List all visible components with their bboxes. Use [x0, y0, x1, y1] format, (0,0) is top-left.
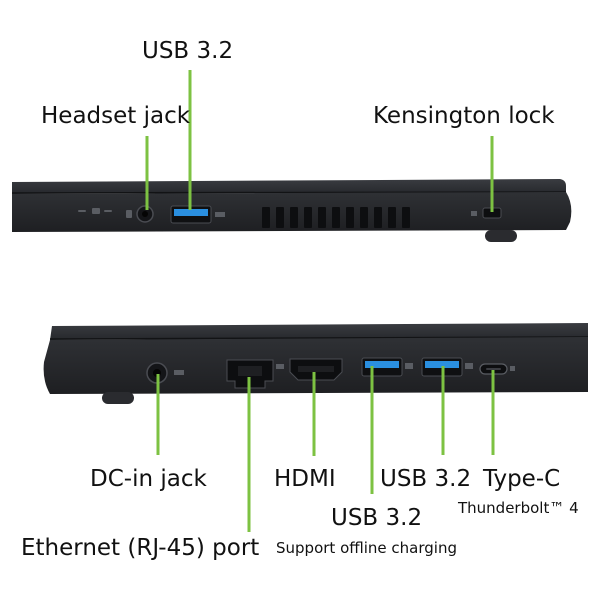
laptop-right-side — [43, 323, 589, 404]
label-kensington-lock: Kensington lock — [373, 103, 555, 129]
label-usb-b-note: Support offline charging — [276, 539, 457, 557]
headset-jack-port — [126, 205, 154, 223]
label-thunderbolt: Thunderbolt™ 4 — [458, 499, 579, 517]
hdmi-port — [289, 358, 343, 381]
top-lid-seam — [11, 191, 567, 194]
top-foot-right — [485, 230, 517, 242]
label-dc-in-jack: DC-in jack — [90, 466, 207, 492]
label-hdmi: HDMI — [274, 466, 336, 492]
label-ethernet-port: Ethernet (RJ-45) port — [21, 535, 260, 561]
dc-in-jack-port — [146, 362, 184, 384]
top-lid — [12, 179, 566, 194]
bottom-lid-seam — [49, 336, 589, 340]
label-usb-a: USB 3.2 — [380, 466, 472, 492]
laptop-left-side — [11, 179, 572, 242]
label-headset-jack: Headset jack — [41, 103, 191, 129]
bottom-foot-left — [102, 392, 134, 404]
callout-lines — [145, 70, 495, 532]
label-usb-b: USB 3.2 — [331, 505, 423, 531]
label-usb-top: USB 3.2 — [142, 38, 234, 64]
bottom-lid — [50, 323, 588, 340]
vent-grille — [262, 207, 410, 228]
ethernet-port — [226, 359, 284, 389]
label-type-c: Type-C — [483, 466, 561, 492]
usb-a-port-top — [170, 205, 225, 224]
status-led-icons — [78, 208, 112, 214]
